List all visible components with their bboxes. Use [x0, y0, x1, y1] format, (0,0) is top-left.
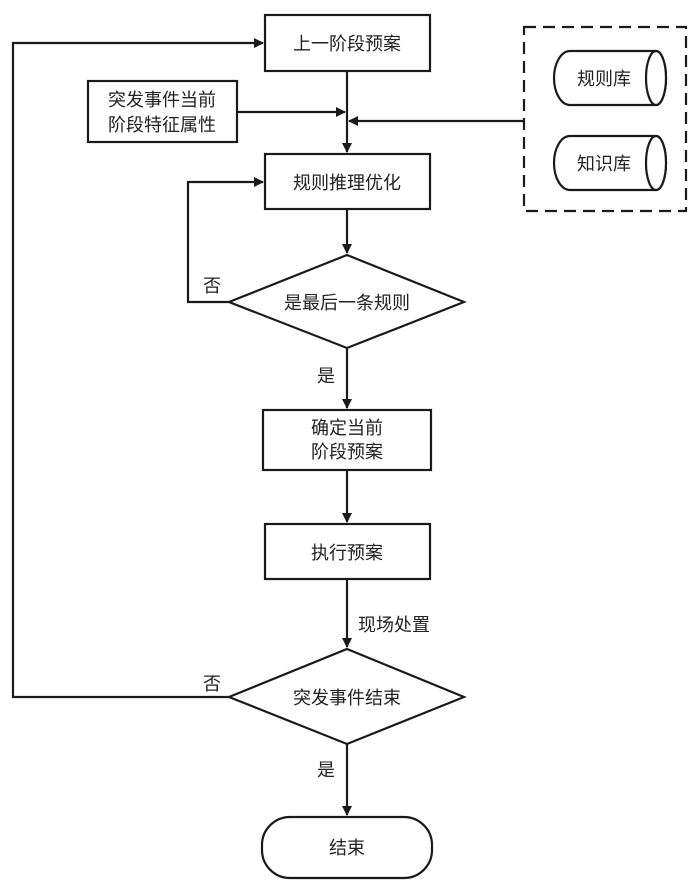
- node-rule-base: 规则库: [552, 49, 668, 107]
- edge-label-onsite: 现场处置: [358, 615, 430, 636]
- node-end-label: 结束: [329, 838, 365, 859]
- node-event-features: 突发事件当前 阶段特征属性: [86, 79, 239, 144]
- node-confirm-plan-line2: 阶段预案: [311, 442, 383, 463]
- edge-label-no-1: 否: [203, 276, 221, 297]
- decision-event-end: 突发事件结束: [226, 647, 467, 746]
- edge-label-no-2: 否: [203, 674, 221, 695]
- node-knowledge-base: 知识库: [552, 134, 668, 192]
- node-confirm-plan-line1: 确定当前: [311, 418, 383, 439]
- edge-event-not-ended-loop: [11, 38, 264, 699]
- node-prev-plan-label: 上一阶段预案: [293, 34, 401, 55]
- edge-label-yes-1: 是: [317, 366, 335, 387]
- node-confirm-plan: 确定当前 阶段预案: [261, 408, 433, 472]
- edge-decision-no-loop: [186, 177, 264, 304]
- database-group: 规则库 知识库: [522, 25, 688, 213]
- node-execute-plan: 执行预案: [263, 522, 432, 581]
- node-prev-plan: 上一阶段预案: [263, 13, 432, 73]
- node-execute-plan-label: 执行预案: [311, 543, 383, 564]
- node-event-features-line1: 突发事件当前: [108, 90, 216, 111]
- node-rule-reasoning-label: 规则推理优化: [293, 173, 401, 194]
- node-rule-base-label: 规则库: [577, 69, 631, 90]
- decision-event-end-label: 突发事件结束: [293, 688, 401, 709]
- node-rule-reasoning: 规则推理优化: [263, 152, 432, 211]
- node-end: 结束: [260, 815, 434, 880]
- node-knowledge-base-label: 知识库: [577, 154, 631, 175]
- edge-label-yes-2: 是: [317, 760, 335, 781]
- node-event-features-line2: 阶段特征属性: [108, 115, 216, 136]
- decision-last-rule-label: 是最后一条规则: [284, 293, 410, 314]
- decision-last-rule: 是最后一条规则: [225, 253, 467, 350]
